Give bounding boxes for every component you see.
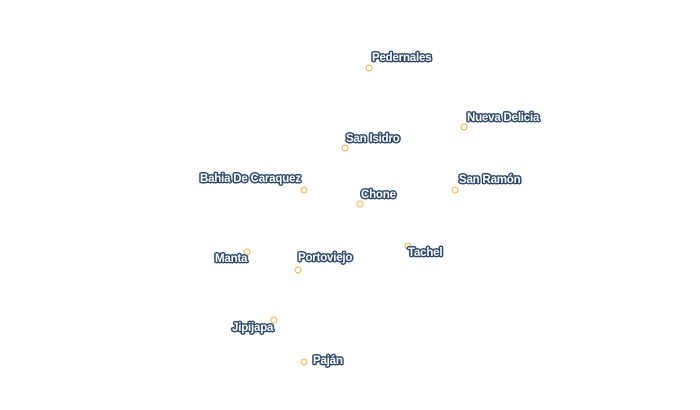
place-marker-pajan[interactable]: [300, 358, 308, 366]
place-label-pajan: Paján: [313, 355, 343, 367]
place-marker-manta[interactable]: [243, 248, 251, 256]
place-label-tachel: Tachel: [408, 247, 443, 259]
place-label-manta: Manta: [215, 253, 248, 265]
place-marker-nueva-delicia[interactable]: [460, 123, 468, 131]
place-label-bahia-de-caraquez: Bahia De Caraquez: [200, 173, 301, 185]
place-marker-san-ramon[interactable]: [451, 186, 459, 194]
place-marker-portoviejo[interactable]: [294, 266, 302, 274]
place-label-nueva-delicia: Nueva Delicia: [467, 112, 540, 124]
place-label-chone: Chone: [361, 189, 396, 201]
place-label-pedernales: Pedernales: [372, 52, 432, 64]
place-label-jipijapa: Jipijapa: [232, 322, 274, 334]
place-marker-jipijapa[interactable]: [270, 316, 278, 324]
place-marker-chone[interactable]: [356, 200, 364, 208]
place-marker-tachel[interactable]: [404, 242, 412, 250]
place-label-portoviejo: Portoviejo: [298, 252, 353, 264]
place-marker-san-isidro[interactable]: [341, 144, 349, 152]
place-label-san-isidro: San Isidro: [346, 133, 400, 145]
place-label-san-ramon: San Ramón: [459, 174, 521, 186]
place-marker-bahia-de-caraquez[interactable]: [300, 186, 308, 194]
place-marker-pedernales[interactable]: [365, 64, 373, 72]
